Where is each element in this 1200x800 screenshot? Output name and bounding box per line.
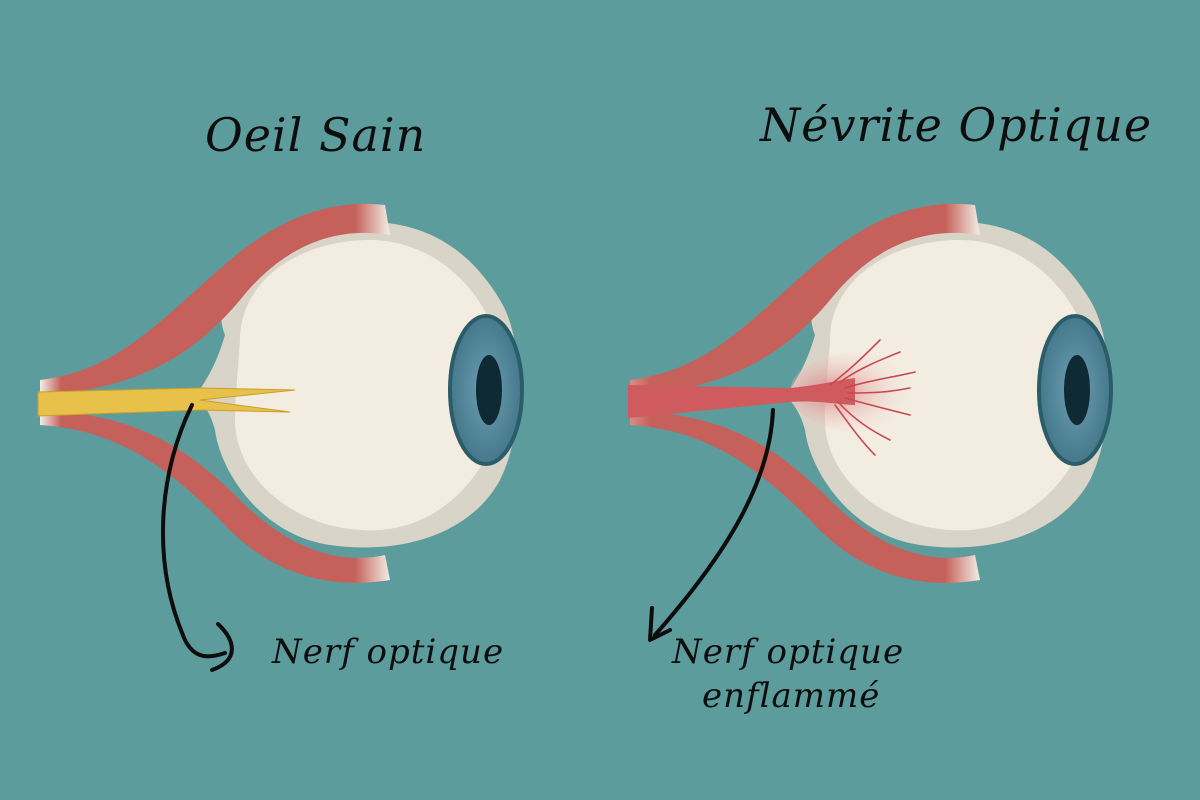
superior-muscle <box>40 203 390 395</box>
pupil <box>1064 355 1090 425</box>
healthy-eye-title: Oeil Sain <box>205 108 427 162</box>
superior-muscle <box>630 203 980 395</box>
arrowhead <box>210 622 234 672</box>
inflamed-label-line2: enflammé <box>702 676 881 716</box>
inflamed-optic-nerve-label: Nerf optique enflammé <box>672 630 904 718</box>
inferior-muscle <box>40 410 390 583</box>
optic-nerve-inflamed <box>628 378 855 418</box>
inferior-muscle <box>630 410 980 583</box>
optic-nerve-label: Nerf optique <box>272 632 505 672</box>
healthy-eye-illustration <box>37 203 524 672</box>
arrowhead <box>648 606 672 642</box>
pointer-arrow <box>160 403 227 659</box>
inflamed-nerve-fibers <box>829 339 916 456</box>
pointer-arrow <box>653 408 775 637</box>
eyeball <box>235 240 505 531</box>
optic-nerve-healthy <box>37 387 296 417</box>
eyeball <box>825 240 1095 531</box>
pupil <box>476 355 502 425</box>
neuritis-eye-illustration <box>628 203 1113 642</box>
inflamed-label-line1: Nerf optique <box>672 632 905 672</box>
optic-neuritis-title: Névrite Optique <box>760 98 1153 152</box>
